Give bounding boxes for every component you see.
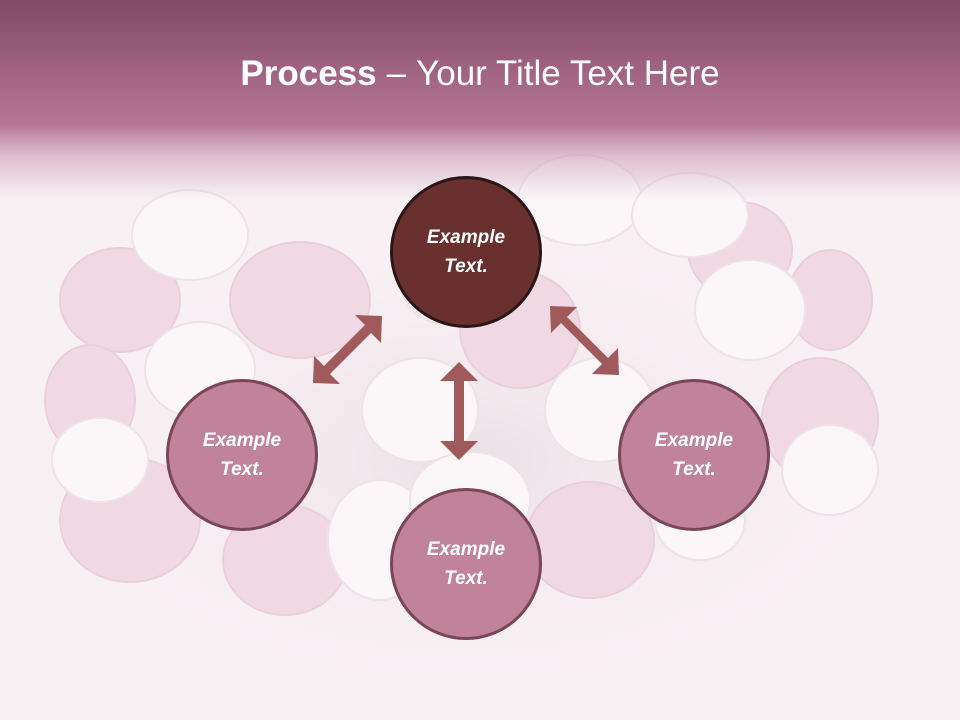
process-node-top[interactable]: Example Text.: [390, 176, 542, 328]
node-left-line1: Example: [202, 430, 282, 451]
header-band: [0, 0, 960, 200]
process-node-bottom[interactable]: Example Text.: [390, 488, 542, 640]
slide-title: Process–Your Title Text Here: [0, 52, 960, 96]
node-left-line2: Text.: [220, 459, 264, 480]
title-rest: Your Title Text Here: [416, 54, 720, 93]
title-bold-part: Process: [240, 54, 377, 93]
node-right-line2: Text.: [672, 459, 716, 480]
process-node-left[interactable]: Example Text.: [166, 379, 318, 531]
node-bottom-line1: Example: [426, 539, 506, 560]
node-right-line1: Example: [654, 430, 734, 451]
node-top-line2: Text.: [444, 256, 488, 277]
process-node-right[interactable]: Example Text.: [618, 379, 770, 531]
node-top-line1: Example: [426, 227, 506, 248]
node-bottom-line2: Text.: [444, 568, 488, 589]
title-dash: –: [386, 54, 407, 93]
